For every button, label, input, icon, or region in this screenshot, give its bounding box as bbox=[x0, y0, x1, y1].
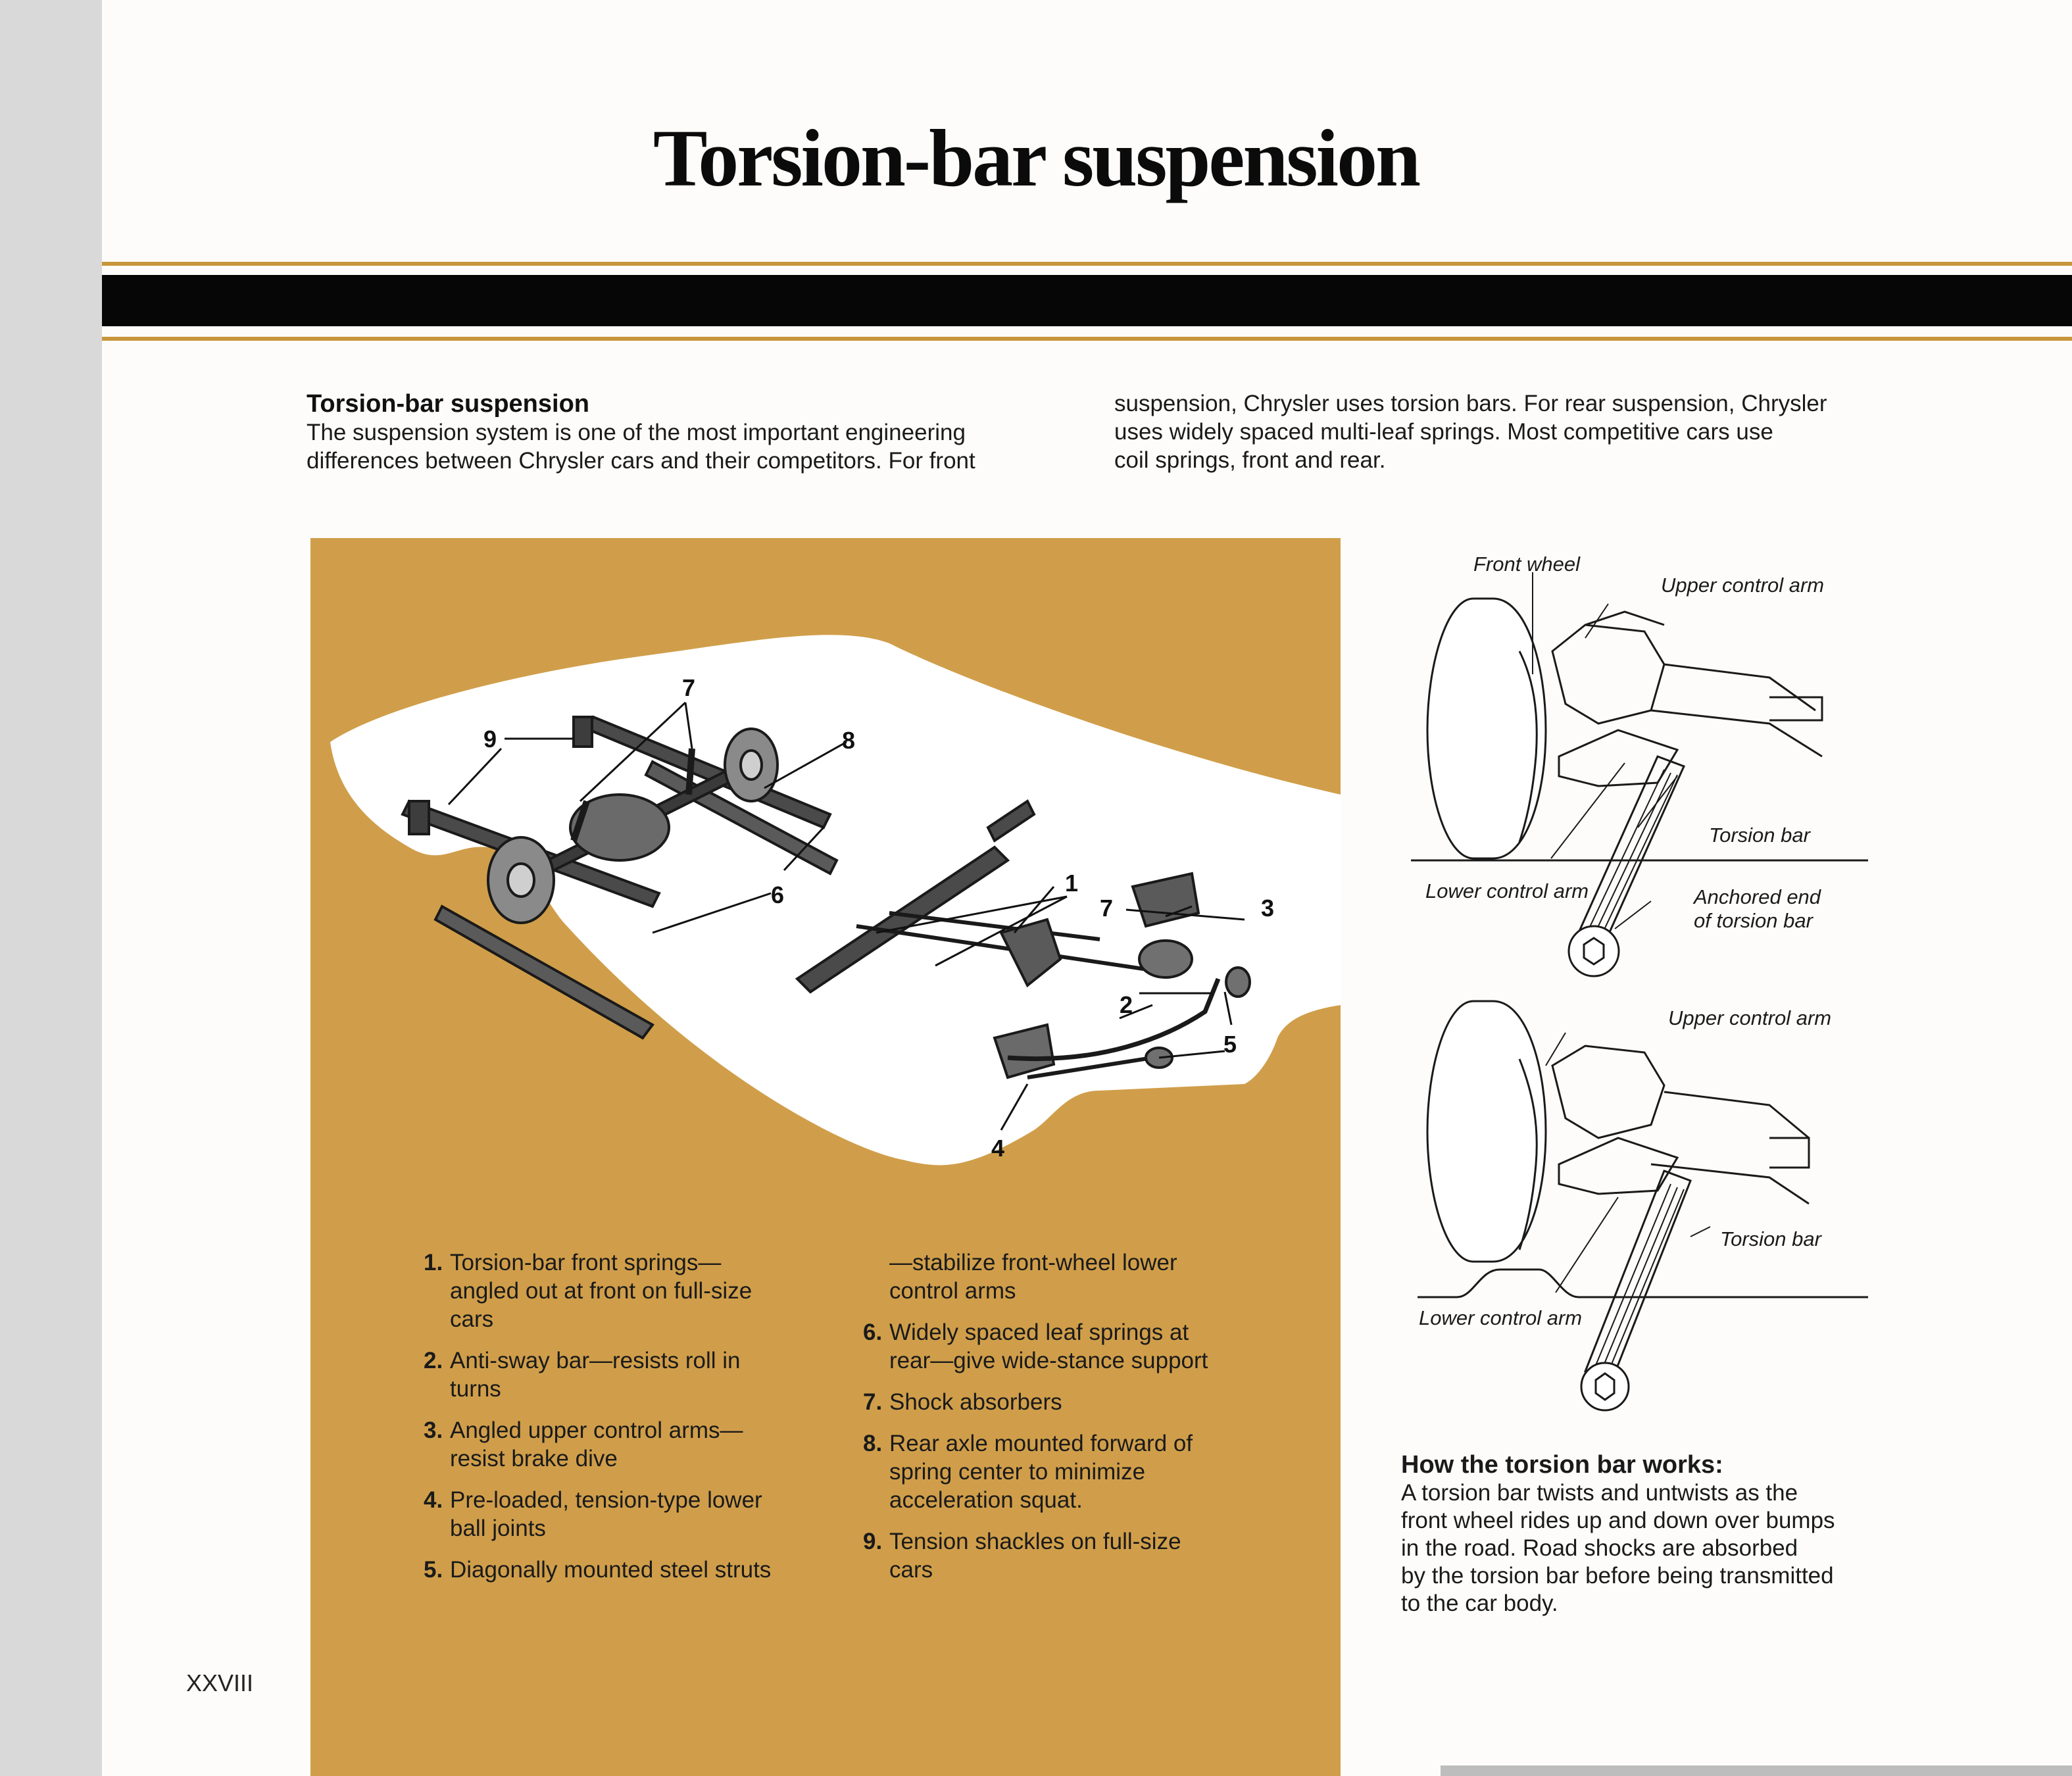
legend-column-2: —stabilize front-wheel lower control arm… bbox=[863, 1248, 1284, 1597]
label-lower-control-arm-bottom: Lower control arm bbox=[1419, 1306, 1583, 1329]
torsion-bar-diagram-top bbox=[1411, 572, 1868, 977]
callout-7: 7 bbox=[682, 674, 695, 701]
callout-9: 9 bbox=[483, 726, 497, 752]
intro-line: coil springs, front and rear. bbox=[1114, 447, 1386, 473]
intro-line: uses widely spaced multi-leaf springs. M… bbox=[1114, 419, 1773, 445]
page-margin bbox=[0, 0, 102, 1776]
legend-item: 3. Angled upper control arms— resist bra… bbox=[424, 1418, 743, 1471]
legend-item: 2. Anti-sway bar—resists roll in turns bbox=[424, 1348, 741, 1402]
intro-column-1: Torsion-bar suspension The suspension sy… bbox=[307, 389, 1070, 475]
legend-item: 8. Rear axle mounted forward of spring c… bbox=[863, 1431, 1193, 1513]
legend-item: 4. Pre-loaded, tension-type lower ball j… bbox=[424, 1487, 762, 1541]
callout-8: 8 bbox=[842, 727, 855, 754]
callout-4: 4 bbox=[991, 1135, 1004, 1162]
label-front-wheel: Front wheel bbox=[1473, 553, 1580, 576]
label-anchored-end-2: of torsion bar bbox=[1694, 909, 1813, 932]
ground-bump bbox=[1418, 1268, 1868, 1298]
torsion-bar-shaft bbox=[1584, 1170, 1692, 1383]
torsion-bar-diagram-bottom bbox=[1418, 1000, 1868, 1412]
callout-6: 6 bbox=[771, 881, 784, 908]
legend-item: 9. Tension shackles on full-size cars bbox=[863, 1529, 1181, 1583]
black-band bbox=[102, 275, 2072, 326]
label-torsion-bar-bottom: Torsion bar bbox=[1720, 1227, 1821, 1250]
car-cutaway-illustration: 1 2 3 4 5 6 7 7 8 9 bbox=[330, 635, 1341, 1166]
how-torsion-bar-works: How the torsion bar works: A torsion bar… bbox=[1401, 1450, 1901, 1617]
gold-rule-bottom bbox=[102, 337, 2072, 341]
gold-rule-top bbox=[102, 262, 2072, 266]
label-torsion-bar: Torsion bar bbox=[1709, 824, 1810, 847]
intro-heading: Torsion-bar suspension bbox=[307, 390, 590, 418]
intro-line: differences between Chrysler cars and th… bbox=[307, 448, 975, 474]
callout-7-front: 7 bbox=[1100, 895, 1113, 922]
page-number: XXVIII bbox=[186, 1669, 254, 1696]
callout-5: 5 bbox=[1223, 1031, 1237, 1058]
legend-item: 7. Shock absorbers bbox=[863, 1389, 1062, 1415]
car-illustration-panel: 1 2 3 4 5 6 7 7 8 9 1. Torsion-bar front… bbox=[310, 538, 1341, 1776]
callout-2: 2 bbox=[1120, 991, 1133, 1018]
intro-line: The suspension system is one of the most… bbox=[307, 420, 966, 445]
label-anchored-end: Anchored end bbox=[1694, 885, 1821, 908]
car-silhouette bbox=[330, 635, 1341, 1166]
callout-1: 1 bbox=[1065, 870, 1078, 897]
scan-edge bbox=[1441, 1765, 2072, 1776]
intro-column-2: suspension, Chrysler uses torsion bars. … bbox=[1114, 389, 1904, 474]
front-wheel-tire bbox=[1426, 597, 1547, 860]
legend-item: 5. Diagonally mounted steel struts bbox=[424, 1557, 772, 1583]
legend-item: 6. Widely spaced leaf springs at rear—gi… bbox=[863, 1320, 1208, 1373]
front-wheel-tire bbox=[1426, 1000, 1547, 1263]
page-title: Torsion-bar suspension bbox=[653, 113, 1421, 203]
legend-column-1: 1. Torsion-bar front springs— angled out… bbox=[424, 1248, 818, 1597]
legend-continuation: —stabilize front-wheel lower control arm… bbox=[889, 1250, 1177, 1304]
legend-item: 1. Torsion-bar front springs— angled out… bbox=[424, 1250, 752, 1332]
how-heading: How the torsion bar works: bbox=[1401, 1451, 1723, 1479]
label-upper-control-arm-bottom: Upper control arm bbox=[1668, 1006, 1832, 1029]
label-upper-control-arm: Upper control arm bbox=[1661, 574, 1825, 597]
label-lower-control-arm: Lower control arm bbox=[1425, 879, 1589, 902]
callout-3: 3 bbox=[1261, 895, 1274, 922]
intro-line: suspension, Chrysler uses torsion bars. … bbox=[1114, 391, 1827, 416]
